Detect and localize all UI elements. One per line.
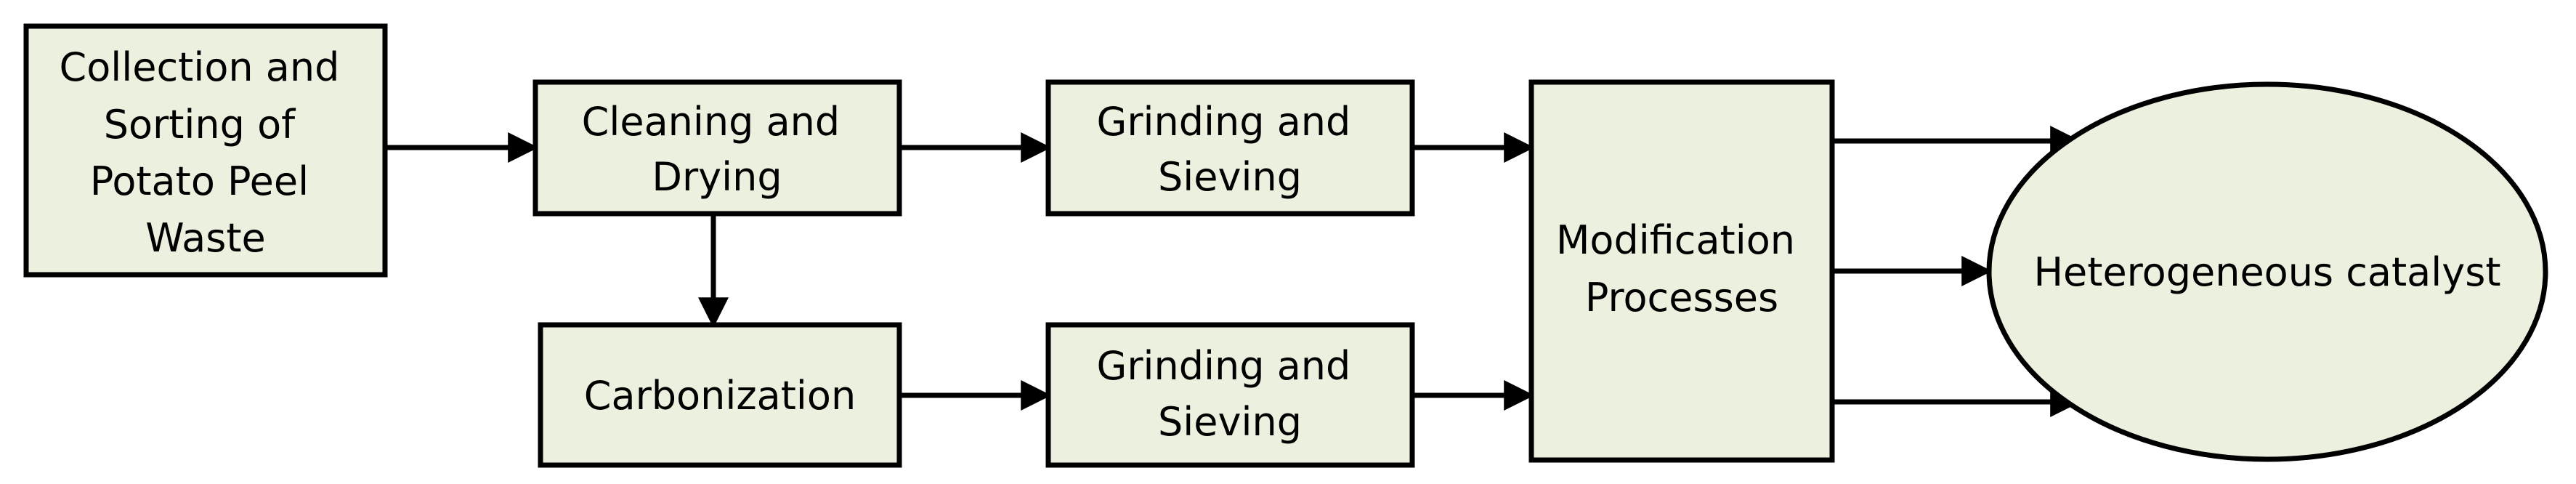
node-carbonization: Carbonization — [538, 322, 902, 468]
node-catalyst: Heterogeneous catalyst — [1986, 81, 2548, 462]
node-grinding-bottom-label: Grinding and Sieving — [1097, 343, 1364, 445]
node-collection-line-4: Waste — [145, 215, 266, 261]
connectors — [385, 126, 2081, 417]
node-grinding-bottom-line-2: Sieving — [1158, 399, 1302, 445]
node-grinding-bottom: Grinding and Sieving — [1045, 322, 1415, 468]
node-grinding-top: Grinding and Sieving — [1045, 79, 1415, 217]
node-modification-box — [1528, 79, 1835, 463]
node-collection: Collection and Sorting of Potato Peel Wa… — [23, 23, 388, 278]
node-grinding-top-line-1: Grinding and — [1097, 99, 1351, 145]
node-grinding-bottom-box — [1045, 322, 1415, 468]
node-carbonization-line-1: Carbonization — [584, 373, 856, 419]
node-grinding-top-line-2: Sieving — [1158, 154, 1302, 200]
node-modification: Modification Processes — [1528, 79, 1835, 463]
node-collection-line-2: Sorting of — [104, 102, 296, 148]
node-collection-label: Collection and Sorting of Potato Peel Wa… — [59, 44, 352, 261]
node-cleaning-line-1: Cleaning and — [582, 99, 841, 145]
node-grinding-top-box — [1045, 79, 1415, 217]
node-collection-line-3: Potato Peel — [90, 158, 309, 204]
node-catalyst-label: Heterogeneous catalyst — [2033, 249, 2500, 295]
node-grinding-top-label: Grinding and Sieving — [1097, 99, 1364, 200]
node-carbonization-box — [538, 322, 902, 468]
node-carbonization-label: Carbonization — [584, 373, 856, 419]
node-cleaning-box — [532, 79, 902, 217]
node-cleaning-line-2: Drying — [652, 154, 782, 200]
node-collection-line-1: Collection and — [59, 44, 339, 90]
node-collection-box — [23, 23, 388, 278]
node-modification-line-2: Processes — [1585, 275, 1778, 320]
node-cleaning: Cleaning and Drying — [532, 79, 902, 217]
node-modification-label: Modification Processes — [1556, 217, 1807, 320]
node-catalyst-line-1: Heterogeneous catalyst — [2033, 249, 2500, 295]
node-cleaning-label: Cleaning and Drying — [582, 99, 853, 200]
node-catalyst-ellipse — [1986, 81, 2548, 462]
node-modification-line-1: Modification — [1556, 217, 1795, 263]
node-grinding-bottom-line-1: Grinding and — [1097, 343, 1351, 389]
